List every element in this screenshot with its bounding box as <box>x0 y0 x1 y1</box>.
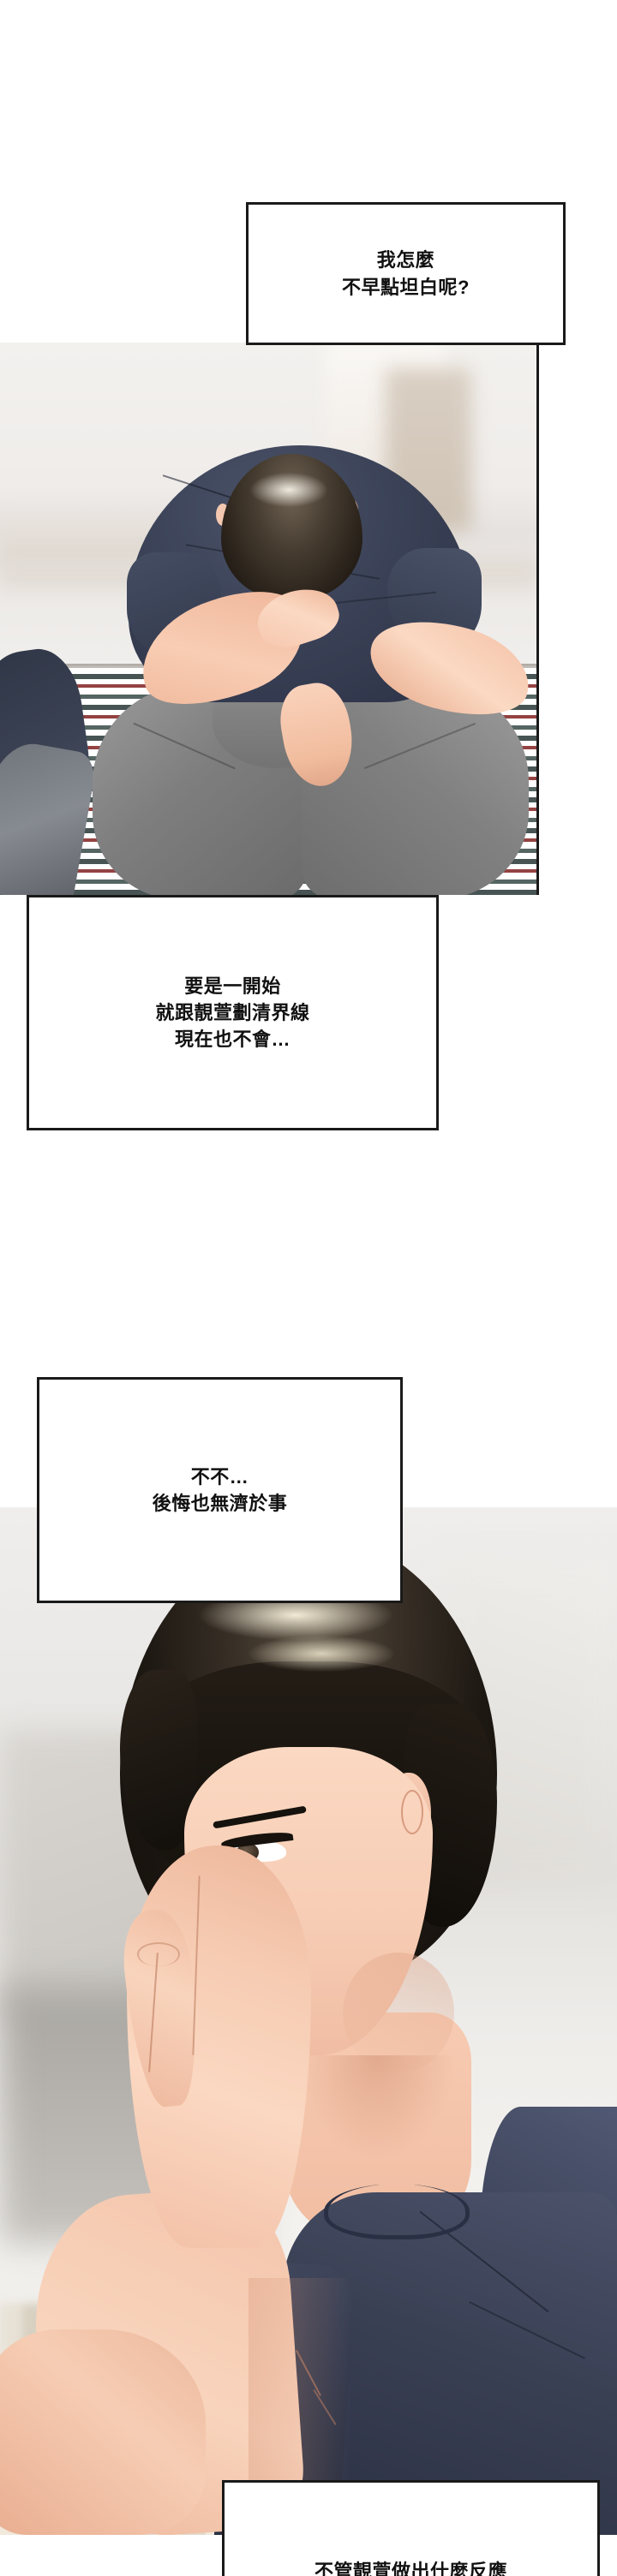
caption-2-line-1: 要是一開始 <box>184 975 281 997</box>
comic-panel-2 <box>0 1507 617 2535</box>
caption-4-line-1: 不管靚萱做出什麼反應 <box>314 2561 507 2576</box>
caption-3-line-1: 不不… <box>190 1465 249 1488</box>
caption-box-3: 不不… 後悔也無濟於事 <box>37 1377 403 1603</box>
caption-2-line-2: 就跟靚萱劃清界線 <box>155 1001 310 1023</box>
caption-box-2: 要是一開始 就跟靚萱劃清界線 現在也不會… <box>27 895 439 1130</box>
caption-2-line-3: 現在也不會… <box>174 1029 291 1051</box>
panel2-forearm-lower <box>0 2329 206 2535</box>
panel2-neck-shadow <box>300 2055 454 2158</box>
panel2-hair-left-side <box>120 1670 197 1850</box>
caption-1-line-2: 不早點坦白呢? <box>342 276 470 298</box>
panel2-shirt-collar <box>324 2184 470 2239</box>
panel2-hair-highlight <box>249 1636 394 1672</box>
caption-box-4: 不管靚萱做出什麼反應 <box>222 2480 600 2576</box>
caption-box-1: 我怎麼 不早點坦白呢? <box>246 202 566 345</box>
caption-3-line-2: 後悔也無濟於事 <box>152 1493 288 1514</box>
caption-1-line-1: 我怎麼 <box>376 249 435 271</box>
panel2-knuckle <box>137 1942 180 1966</box>
panel2-jaw-shading <box>343 1953 454 2072</box>
panel2-ear-inner <box>401 1790 423 1834</box>
panel1-hair-highlight <box>250 473 327 507</box>
comic-panel-1 <box>0 343 539 895</box>
